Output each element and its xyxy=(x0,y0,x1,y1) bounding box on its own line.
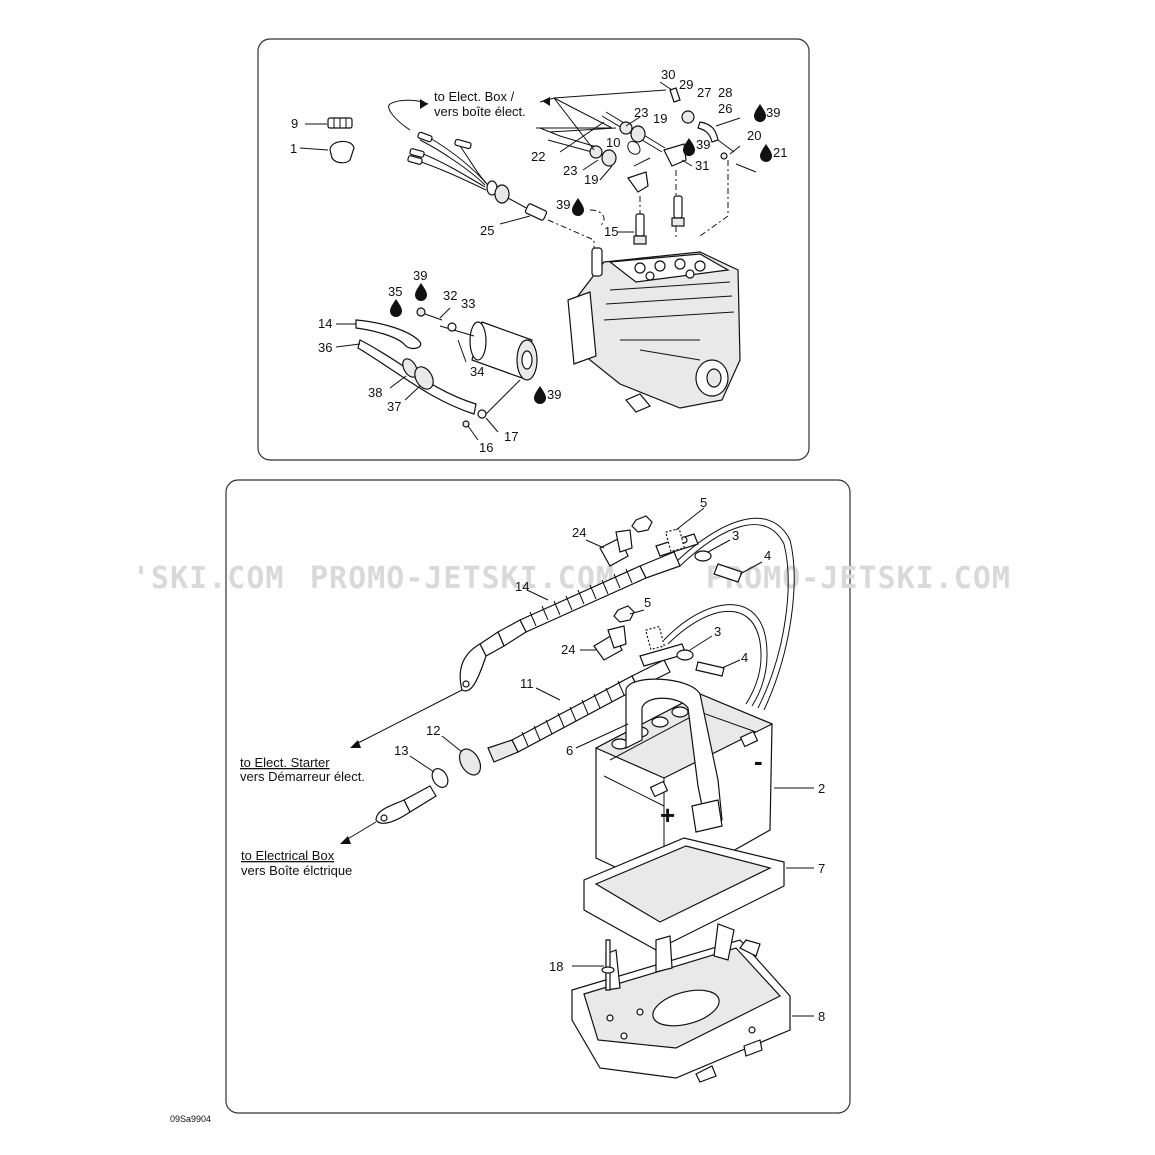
callout-14-top: 14 xyxy=(318,316,332,331)
battery-strap-6 xyxy=(625,678,723,833)
bottom-arrows xyxy=(340,689,463,844)
callout-20: 20 xyxy=(747,128,761,143)
bottom-callouts: 5 24 3 4 14 5 24 3 4 11 12 6 13 2 7 18 8 xyxy=(394,495,825,1024)
callout-8: 8 xyxy=(818,1009,825,1024)
callout-28: 28 xyxy=(718,85,732,100)
terminal-boot-24 xyxy=(593,529,633,661)
note-elect-box-en: to Elect. Box / xyxy=(434,89,515,104)
callout-3b: 3 xyxy=(714,624,721,639)
callout-38: 38 xyxy=(368,385,382,400)
watermark-part-2: PROMO-JETSKI.COM xyxy=(310,561,615,596)
polarity-plus: + xyxy=(660,800,675,830)
watermark-part-3: PROMO-JETSKI.COM xyxy=(706,561,1011,596)
connector-block-9 xyxy=(327,117,353,129)
callout-4a: 4 xyxy=(764,548,771,563)
bottom-notes: to Elect. Starter vers Démarreur élect. … xyxy=(240,755,365,878)
callout-39a: 39 xyxy=(766,105,780,120)
spark-plug-cables xyxy=(536,87,735,193)
callout-24b: 24 xyxy=(561,642,575,657)
battery-holder-8 xyxy=(571,923,791,1083)
callout-12: 12 xyxy=(426,723,440,738)
callout-16: 16 xyxy=(479,440,493,455)
callout-32: 32 xyxy=(443,288,457,303)
note-starter-en: to Elect. Starter xyxy=(240,755,330,770)
callout-37: 37 xyxy=(387,399,401,414)
engine-block xyxy=(567,247,741,413)
drop-icon-39a xyxy=(754,104,766,122)
callout-29: 29 xyxy=(679,77,693,92)
callout-14-bottom: 14 xyxy=(515,579,529,594)
spark-plugs-15 xyxy=(633,195,685,245)
electric-starter xyxy=(355,307,538,428)
wiring-harness xyxy=(407,131,548,221)
battery-cable-11 xyxy=(375,604,768,824)
callout-39c: 39 xyxy=(556,197,570,212)
watermark-part-1: 'SKI.COM xyxy=(132,561,285,596)
callout-7: 7 xyxy=(818,861,825,876)
elect-box-arrows xyxy=(388,89,667,151)
callout-36: 36 xyxy=(318,340,332,355)
callout-23a: 23 xyxy=(634,105,648,120)
bottom-leader-lines xyxy=(409,507,814,1017)
callout-34: 34 xyxy=(470,364,484,379)
callout-24a: 24 xyxy=(572,525,586,540)
lubricant-drop-icons xyxy=(390,104,772,404)
callout-15: 15 xyxy=(604,224,618,239)
callout-35: 35 xyxy=(388,284,402,299)
battery-2 xyxy=(594,693,774,891)
top-leader-lines xyxy=(299,81,757,441)
note-elec-box-fr: vers Boîte élctrique xyxy=(241,863,352,878)
drop-icon-39d xyxy=(415,283,427,301)
callout-39e: 39 xyxy=(547,387,561,402)
callout-33: 33 xyxy=(461,296,475,311)
drop-icon-35 xyxy=(390,299,402,317)
callout-6: 6 xyxy=(566,743,573,758)
callout-1: 1 xyxy=(290,141,297,156)
hardware-3-4-5 xyxy=(613,515,743,677)
callout-39b: 39 xyxy=(696,137,710,152)
callout-39d: 39 xyxy=(413,268,427,283)
callout-4b: 4 xyxy=(741,650,748,665)
note-starter-fr: vers Démarreur élect. xyxy=(240,769,365,784)
callout-27: 27 xyxy=(697,85,711,100)
top-callouts: 30 29 27 28 26 39 23 19 9 1 20 21 10 39 … xyxy=(290,67,787,455)
callout-3a: 3 xyxy=(732,528,739,543)
note-elect-box-fr: vers boîte élect. xyxy=(434,104,526,119)
drop-icon-39e xyxy=(534,386,546,404)
callout-21: 21 xyxy=(773,145,787,160)
callout-30: 30 xyxy=(661,67,675,82)
note-elec-box-en: to Electrical Box xyxy=(241,848,335,863)
callout-26: 26 xyxy=(718,101,732,116)
battery-cable-14 xyxy=(459,517,795,711)
callout-5b: 5 xyxy=(644,595,651,610)
clip-1 xyxy=(329,140,355,164)
callout-19a: 19 xyxy=(653,111,667,126)
drop-icon-39b xyxy=(683,138,695,156)
callout-13: 13 xyxy=(394,743,408,758)
pin-18 xyxy=(601,939,615,991)
watermark: 'SKI.COM PROMO-JETSKI.COM PROMO-JETSKI.C… xyxy=(132,561,1011,596)
reference-code: 09Sa9904 xyxy=(170,1114,211,1124)
callout-10: 10 xyxy=(606,135,620,150)
callout-2: 2 xyxy=(818,781,825,796)
callout-25: 25 xyxy=(480,223,494,238)
drop-icon-21 xyxy=(760,144,772,162)
callout-31: 31 xyxy=(695,158,709,173)
polarity-minus: - xyxy=(754,746,763,776)
drop-icon-39c xyxy=(572,198,584,216)
callout-18: 18 xyxy=(549,959,563,974)
battery-tray-7 xyxy=(583,837,785,951)
callout-9: 9 xyxy=(291,116,298,131)
callout-11: 11 xyxy=(520,676,534,691)
callout-23b: 23 xyxy=(563,163,577,178)
callout-19b: 19 xyxy=(584,172,598,187)
callout-22: 22 xyxy=(531,149,545,164)
callout-17: 17 xyxy=(504,429,518,444)
callout-5a: 5 xyxy=(700,495,707,510)
